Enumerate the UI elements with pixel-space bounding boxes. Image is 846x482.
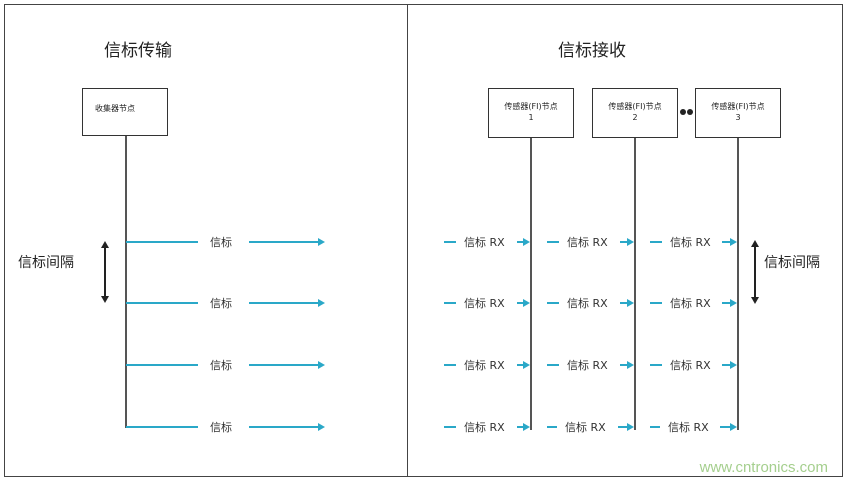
arrow-head-icon bbox=[523, 238, 530, 246]
rx-label: 信标 RX bbox=[670, 359, 711, 372]
sensor-node-label: 传感器(FI)节点 bbox=[504, 102, 558, 111]
collector-node: 收集器节点 bbox=[82, 88, 168, 136]
beacon-line bbox=[126, 302, 198, 304]
sensor-node-1: 传感器(FI)节点 1 bbox=[488, 88, 574, 138]
sensor-node-number: 1 bbox=[528, 113, 534, 122]
sensor-2-timeline bbox=[634, 138, 636, 430]
rx-label: 信标 RX bbox=[464, 297, 505, 310]
arrow-head-icon bbox=[730, 238, 737, 246]
rx-line bbox=[650, 364, 662, 366]
arrow-head-icon bbox=[523, 423, 530, 431]
rx-line bbox=[722, 302, 731, 304]
sensor-node-3: 传感器(FI)节点 3 bbox=[695, 88, 781, 138]
rx-line bbox=[547, 364, 559, 366]
arrow-head-icon bbox=[627, 361, 634, 369]
arrow-head-icon bbox=[627, 299, 634, 307]
rx-label: 信标 RX bbox=[464, 421, 505, 434]
beacon-label: 信标 bbox=[210, 359, 232, 372]
rx-line bbox=[517, 302, 524, 304]
sensor-node-label: 传感器(FI)节点 bbox=[608, 102, 662, 111]
rx-label: 信标 RX bbox=[567, 359, 608, 372]
rx-label: 信标 RX bbox=[567, 297, 608, 310]
beacon-label: 信标 bbox=[210, 421, 232, 434]
transmit-title: 信标传输 bbox=[104, 41, 172, 61]
rx-line bbox=[444, 241, 456, 243]
rx-line bbox=[650, 241, 662, 243]
interval-label: 信标间隔 bbox=[764, 255, 820, 271]
rx-line bbox=[547, 426, 557, 428]
rx-line bbox=[444, 364, 456, 366]
rx-line bbox=[547, 241, 559, 243]
rx-label: 信标 RX bbox=[670, 236, 711, 249]
rx-label: 信标 RX bbox=[464, 236, 505, 249]
sensor-node-2: 传感器(FI)节点 2 bbox=[592, 88, 678, 138]
receive-title: 信标接收 bbox=[558, 41, 626, 61]
arrow-head-icon bbox=[730, 423, 737, 431]
rx-line bbox=[547, 302, 559, 304]
collector-node-label: 收集器节点 bbox=[95, 104, 135, 113]
arrow-head-icon bbox=[318, 238, 325, 246]
rx-label: 信标 RX bbox=[565, 421, 606, 434]
beacon-line bbox=[126, 426, 198, 428]
sensor-node-label: 传感器(FI)节点 bbox=[711, 102, 765, 111]
sensor-1-timeline bbox=[530, 138, 532, 430]
rx-label: 信标 RX bbox=[668, 421, 709, 434]
collector-timeline bbox=[125, 136, 127, 428]
rx-line bbox=[620, 241, 628, 243]
rx-line bbox=[722, 364, 731, 366]
arrow-head-icon bbox=[627, 423, 634, 431]
arrow-head-icon bbox=[523, 299, 530, 307]
beacon-line bbox=[249, 241, 319, 243]
beacon-label: 信标 bbox=[210, 236, 232, 249]
rx-line bbox=[517, 426, 524, 428]
arrow-head-icon bbox=[627, 238, 634, 246]
rx-line bbox=[620, 364, 628, 366]
beacon-line bbox=[249, 302, 319, 304]
arrow-head-icon bbox=[523, 361, 530, 369]
beacon-line bbox=[126, 241, 198, 243]
rx-label: 信标 RX bbox=[670, 297, 711, 310]
arrow-head-icon bbox=[318, 299, 325, 307]
sensor-3-timeline bbox=[737, 138, 739, 430]
arrow-head-icon bbox=[730, 299, 737, 307]
rx-label: 信标 RX bbox=[567, 236, 608, 249]
rx-line bbox=[620, 302, 628, 304]
rx-line bbox=[650, 302, 662, 304]
beacon-receive-panel bbox=[407, 4, 843, 477]
rx-line bbox=[517, 364, 524, 366]
rx-line bbox=[444, 302, 456, 304]
rx-line bbox=[722, 241, 731, 243]
rx-line bbox=[618, 426, 628, 428]
sensor-node-number: 3 bbox=[735, 113, 741, 122]
rx-label: 信标 RX bbox=[464, 359, 505, 372]
interval-label: 信标间隔 bbox=[18, 255, 74, 271]
rx-line bbox=[650, 426, 660, 428]
rx-line bbox=[517, 241, 524, 243]
rx-line bbox=[720, 426, 731, 428]
beacon-line bbox=[249, 364, 319, 366]
beacon-line bbox=[249, 426, 319, 428]
arrow-head-icon bbox=[318, 423, 325, 431]
rx-line bbox=[444, 426, 456, 428]
sensor-node-number: 2 bbox=[632, 113, 638, 122]
beacon-transmit-panel bbox=[4, 4, 408, 477]
beacon-label: 信标 bbox=[210, 297, 232, 310]
beacon-line bbox=[126, 364, 198, 366]
arrow-head-icon bbox=[730, 361, 737, 369]
watermark: www.cntronics.com bbox=[699, 459, 828, 476]
arrow-head-icon bbox=[318, 361, 325, 369]
